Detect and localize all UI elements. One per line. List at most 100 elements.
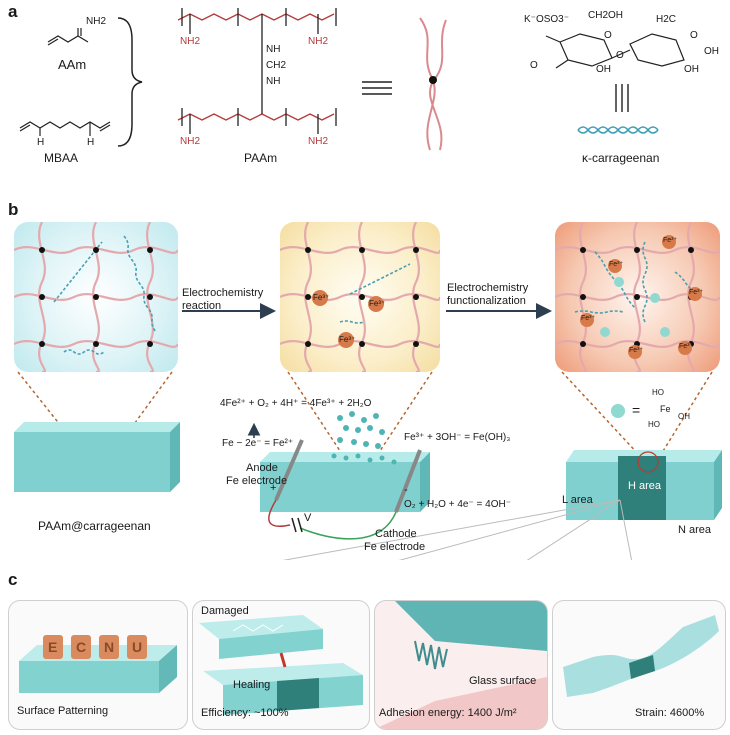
- arrow2-line1: Electrochemistry: [447, 282, 529, 294]
- caption-efficiency: Efficiency: ~100%: [201, 707, 289, 719]
- hydrogel-block-right: [566, 450, 722, 520]
- paam-group-4: NH2: [308, 136, 329, 147]
- voltage-label: V: [304, 512, 312, 524]
- kc-group-10: O: [616, 50, 624, 61]
- label-damaged: Damaged: [201, 605, 249, 617]
- network-drawing-3: [555, 222, 720, 372]
- paam-group-7: NH: [266, 76, 281, 87]
- panel-label-a: a: [8, 2, 18, 21]
- caption-strain: Strain: 4600%: [635, 707, 705, 719]
- paam-group-1: NH2: [180, 36, 201, 47]
- equation-top: 4Fe²⁺ + O₂ + 4H⁺ = 4Fe³⁺ + 2H₂O: [220, 398, 372, 409]
- carrageenan-structure: [545, 33, 685, 69]
- brace: [117, 17, 143, 147]
- patterned-gel-drawing: [19, 635, 177, 693]
- feoh-oh: OH: [678, 412, 690, 421]
- fe-label-2: Fe³⁺: [369, 299, 386, 308]
- healing-drawing: [199, 615, 363, 715]
- fe-label-right-2: Fe³⁺: [609, 261, 624, 268]
- anode-label-2: Fe electrode: [226, 475, 288, 487]
- carrageenan-helix-icon: [577, 126, 659, 134]
- card-strain: Strain: 4600%: [552, 600, 726, 730]
- strain-drawing: [563, 615, 719, 697]
- crosslink-node: [429, 76, 437, 84]
- equivalence-icon: [362, 81, 392, 95]
- aam-structure: [47, 28, 89, 46]
- label-glass-surface: Glass surface: [469, 675, 537, 687]
- feoh-ho1: HO: [652, 388, 664, 397]
- panel-label-b: b: [8, 200, 19, 219]
- paam-structure: [177, 8, 337, 134]
- pattern-letter-n: N: [104, 639, 115, 655]
- network-box-functionalized: Fe³⁺ Fe³⁺ Fe³⁺ Fe³⁺ Fe³⁺ Fe³⁺: [555, 222, 720, 372]
- kc-group-8: OH: [704, 46, 719, 57]
- kc-group-6: OH: [596, 64, 611, 75]
- kc-group-4: O: [604, 30, 612, 41]
- fe-label-right-1: Fe³⁺: [663, 237, 678, 244]
- network-drawing-1: [14, 222, 178, 372]
- paam-group-3: NH2: [180, 136, 201, 147]
- hydrogel-label: PAAm@carrageenan: [38, 519, 151, 533]
- panel-b-overlay: [14, 303, 722, 560]
- l-area-label: L area: [562, 494, 593, 506]
- mbaa-nh1: H: [37, 137, 45, 148]
- kc-label: κ-carrageenan: [582, 151, 660, 165]
- mbaa-structure: [19, 121, 111, 136]
- cathode-label-1: Cathode: [375, 528, 417, 540]
- panel-a-drawing: [19, 8, 685, 151]
- h-area-label: H area: [628, 480, 662, 492]
- card-surface-patterning: E C N U Surface Patterning: [8, 600, 188, 730]
- network-drawing-2: [280, 222, 440, 372]
- kc-group-2: CH2OH: [588, 10, 624, 21]
- equivalence-icon-vertical: [615, 84, 629, 112]
- feoh-bead: [611, 404, 625, 418]
- panel-label-c: c: [8, 570, 18, 589]
- label-healing: Healing: [233, 679, 271, 691]
- mbaa-label: MBAA: [44, 151, 79, 165]
- fe-label-right-3: Fe³⁺: [689, 289, 704, 296]
- network-box-fe: Fe³⁺ Fe³⁺ Fe³⁺: [280, 222, 440, 372]
- anode-plus: +: [270, 482, 277, 494]
- card-adhesion: Glass surface Adhesion energy: 1400 J/m²: [374, 600, 548, 730]
- fe-label-3: Fe³⁺: [339, 335, 356, 344]
- caption-adhesion: Adhesion energy: 1400 J/m²: [379, 707, 517, 719]
- adhesion-drawing: [375, 601, 547, 729]
- feoh-equals: =: [632, 402, 641, 418]
- anode-electrode: [274, 439, 304, 501]
- paam-label: PAAm: [244, 151, 278, 165]
- cathode-electrode: [394, 449, 422, 513]
- hydrogel-block-left: [14, 422, 180, 492]
- battery-plate-1: [291, 517, 297, 533]
- cathode-minus: -: [404, 484, 408, 496]
- cathode-wire: [299, 511, 397, 540]
- n-area-label: N area: [678, 524, 712, 536]
- kc-group-1: K⁻OSO3⁻: [524, 14, 570, 25]
- anode-label-1: Anode: [246, 462, 278, 474]
- network-box-initial: [14, 222, 178, 372]
- arrow1-line1: Electrochemistry: [182, 287, 264, 299]
- pattern-letter-c: C: [76, 639, 87, 655]
- fe-label-right-4: Fe³⁺: [581, 315, 596, 322]
- fe-label-1: Fe³⁺: [313, 293, 330, 302]
- battery-plate-2: [297, 517, 303, 533]
- aam-nh2: NH2: [86, 16, 107, 27]
- fe-label-right-5: Fe³⁺: [629, 347, 644, 354]
- pattern-letter-u: U: [132, 639, 143, 655]
- paam-group-2: NH2: [308, 36, 329, 47]
- aam-label: AAm: [58, 57, 87, 72]
- equation-cathode: O₂ + H₂O + 4e⁻ = 4OH⁻: [404, 499, 511, 510]
- cathode-label-2: Fe electrode: [364, 541, 426, 553]
- paam-group-5: NH: [266, 44, 281, 55]
- equation-fe3: Fe³⁺ + 3OH⁻ = Fe(OH)₃: [404, 432, 511, 443]
- caption-surface-patterning: Surface Patterning: [17, 705, 109, 717]
- arrow2-line2: functionalization: [447, 295, 526, 307]
- anode-wire: [268, 499, 291, 527]
- ion-cloud: [331, 411, 397, 465]
- feoh-ho2: HO: [648, 420, 660, 429]
- fe-label-right-6: Fe³⁺: [679, 343, 694, 350]
- kc-group-5: O: [690, 30, 698, 41]
- mbaa-nh2: H: [87, 137, 95, 148]
- h-area-region: [618, 456, 666, 520]
- kc-group-7: OH: [684, 64, 699, 75]
- card-healing: Damaged Healing Efficiency: ~100%: [192, 600, 370, 730]
